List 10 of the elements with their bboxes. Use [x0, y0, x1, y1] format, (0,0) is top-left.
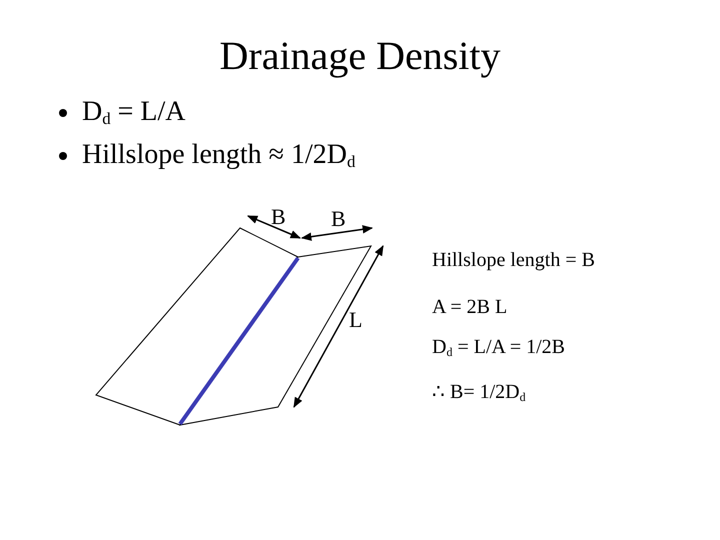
equation: Hillslope length = B — [432, 250, 595, 270]
dimension-label: L — [349, 309, 362, 331]
dimension-label: B — [271, 206, 286, 228]
bullet-point: Hillslope length ≈ 1/2D$_{d}$ — [82, 141, 356, 169]
equation: A = 2B L — [432, 297, 508, 317]
equation: ∴ B= 1/2D$_{d}$ — [432, 382, 526, 402]
title: Drainage Density — [218, 36, 502, 76]
dimension-label: B — [331, 208, 346, 230]
equation: D$_{d}$ = L/A = 1/2B — [432, 337, 566, 357]
bullet-point: D$_{d}$ = L/A — [82, 98, 186, 126]
